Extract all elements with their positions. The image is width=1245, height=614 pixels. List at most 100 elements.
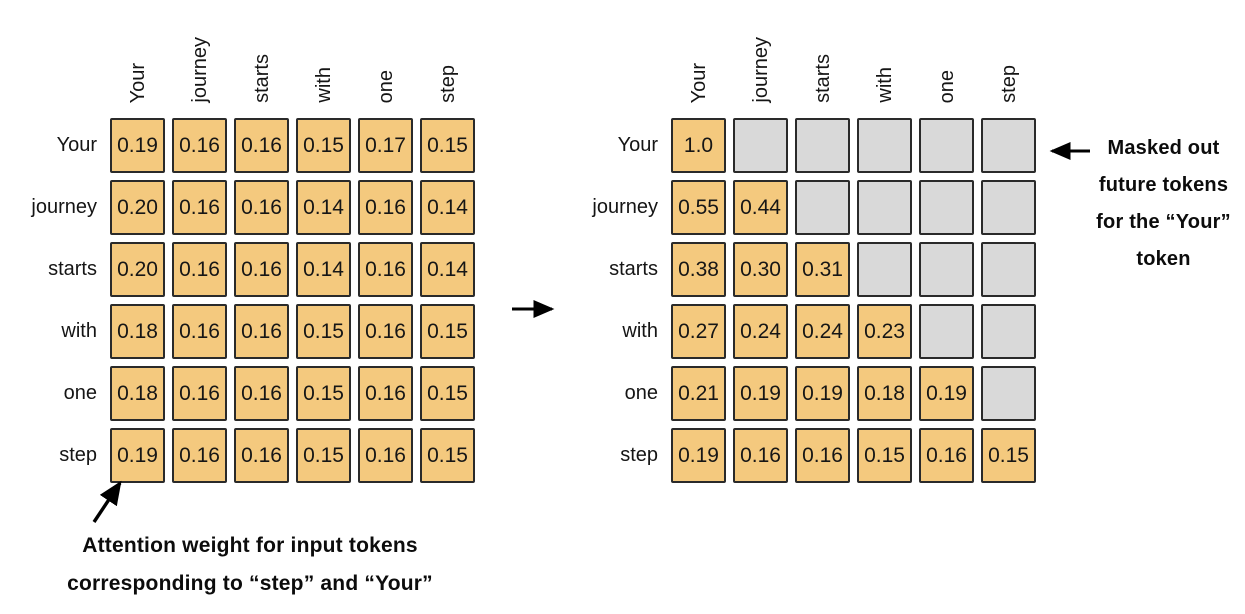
column-header: journey bbox=[172, 14, 227, 111]
matrix-cell: 0.15 bbox=[857, 428, 912, 483]
column-header-label: journey bbox=[749, 37, 772, 103]
column-header-label: step bbox=[997, 65, 1020, 103]
row-label: step bbox=[59, 444, 97, 466]
matrix-cell: 0.14 bbox=[420, 242, 475, 297]
column-header-label: step bbox=[436, 65, 459, 103]
attention-note-line: Attention weight for input tokens bbox=[82, 534, 418, 557]
column-header: one bbox=[358, 14, 413, 111]
matrix-cell: 0.31 bbox=[795, 242, 850, 297]
matrix-cell: 0.16 bbox=[733, 428, 788, 483]
masked-note-line: token bbox=[1136, 248, 1191, 270]
masked-cell bbox=[919, 242, 974, 297]
matrix-cell: 0.16 bbox=[172, 304, 227, 359]
matrix-cell: 0.16 bbox=[358, 242, 413, 297]
row-label: starts bbox=[609, 258, 658, 280]
masked-cell bbox=[981, 366, 1036, 421]
masked-cell bbox=[795, 180, 850, 235]
row-label: step bbox=[620, 444, 658, 466]
matrix-cell: 0.16 bbox=[234, 366, 289, 421]
matrix-cell: 0.16 bbox=[919, 428, 974, 483]
matrix-cell: 0.19 bbox=[733, 366, 788, 421]
row-label: with bbox=[61, 320, 97, 342]
matrix-cell: 0.20 bbox=[110, 242, 165, 297]
masked-cell bbox=[981, 180, 1036, 235]
column-header-label: one bbox=[935, 69, 958, 103]
masked-note-line: future tokens bbox=[1098, 174, 1229, 196]
column-header: starts bbox=[795, 14, 850, 111]
matrix-cell: 0.19 bbox=[110, 428, 165, 483]
matrix-cell: 0.19 bbox=[919, 366, 974, 421]
matrix-cell: 0.16 bbox=[358, 428, 413, 483]
row-label: journey bbox=[31, 196, 97, 218]
matrix-cell: 0.16 bbox=[234, 428, 289, 483]
masked-note-line: Masked out bbox=[1107, 137, 1220, 159]
row-label: Your bbox=[56, 134, 97, 156]
masked-cell bbox=[857, 118, 912, 173]
attention-note: Attention weight for input tokens corres… bbox=[35, 527, 465, 603]
matrix-cell: 0.21 bbox=[671, 366, 726, 421]
masked-cell bbox=[919, 180, 974, 235]
matrix-cell: 0.18 bbox=[110, 304, 165, 359]
masked-cell bbox=[919, 304, 974, 359]
column-header: step bbox=[981, 14, 1036, 111]
matrix-cell: 0.16 bbox=[172, 180, 227, 235]
matrix-cell: 0.19 bbox=[110, 118, 165, 173]
matrix-cell: 0.15 bbox=[420, 304, 475, 359]
matrix-cell: 0.15 bbox=[296, 304, 351, 359]
column-header: one bbox=[919, 14, 974, 111]
matrix-cell: 0.15 bbox=[420, 366, 475, 421]
column-header-label: journey bbox=[188, 37, 211, 103]
matrix-cell: 0.44 bbox=[733, 180, 788, 235]
row-label: one bbox=[624, 382, 658, 404]
matrix-cell: 0.18 bbox=[857, 366, 912, 421]
matrix-cell: 0.15 bbox=[296, 118, 351, 173]
matrix-cell: 0.24 bbox=[733, 304, 788, 359]
matrix-cell: 0.14 bbox=[296, 180, 351, 235]
matrix-cell: 0.16 bbox=[795, 428, 850, 483]
column-header: journey bbox=[733, 14, 788, 111]
column-header: Your bbox=[110, 14, 165, 111]
matrix-cell: 0.27 bbox=[671, 304, 726, 359]
matrix-cell: 0.14 bbox=[296, 242, 351, 297]
matrix-cell: 0.16 bbox=[172, 242, 227, 297]
matrix-cell: 0.15 bbox=[420, 428, 475, 483]
masked-cell bbox=[919, 118, 974, 173]
column-header: with bbox=[296, 14, 351, 111]
matrix-cell: 0.38 bbox=[671, 242, 726, 297]
column-header-label: with bbox=[873, 67, 896, 103]
column-header-label: starts bbox=[811, 54, 834, 103]
masked-cell bbox=[981, 242, 1036, 297]
row-label: with bbox=[622, 320, 658, 342]
column-header-label: Your bbox=[687, 62, 710, 103]
matrix-cell: 0.24 bbox=[795, 304, 850, 359]
matrix-cell: 0.15 bbox=[420, 118, 475, 173]
matrix-cell: 0.17 bbox=[358, 118, 413, 173]
row-label: one bbox=[63, 382, 97, 404]
matrix-cell: 0.16 bbox=[358, 304, 413, 359]
matrix-cell: 0.16 bbox=[234, 242, 289, 297]
matrix-cell: 1.0 bbox=[671, 118, 726, 173]
matrix-cell: 0.15 bbox=[981, 428, 1036, 483]
matrix-cell: 0.16 bbox=[234, 304, 289, 359]
masked-cell bbox=[981, 118, 1036, 173]
row-label: starts bbox=[48, 258, 97, 280]
column-header-label: one bbox=[374, 69, 397, 103]
attention-note-line: corresponding to “step” and “Your” bbox=[67, 572, 433, 595]
masked-note: Masked out future tokens for the “Your” … bbox=[1082, 130, 1245, 278]
masked-cell bbox=[857, 180, 912, 235]
matrix-cell: 0.15 bbox=[296, 428, 351, 483]
corner-spacer bbox=[8, 14, 103, 111]
masked-note-line: for the “Your” bbox=[1096, 211, 1231, 233]
masked-cell bbox=[795, 118, 850, 173]
attention-cell-arrow-icon bbox=[92, 480, 122, 523]
matrix-cell: 0.16 bbox=[172, 366, 227, 421]
matrix-cell: 0.16 bbox=[172, 118, 227, 173]
matrix-cell: 0.16 bbox=[234, 118, 289, 173]
masked-cell bbox=[857, 242, 912, 297]
matrix-cell: 0.16 bbox=[234, 180, 289, 235]
matrix-cell: 0.16 bbox=[172, 428, 227, 483]
matrix-cell: 0.15 bbox=[296, 366, 351, 421]
